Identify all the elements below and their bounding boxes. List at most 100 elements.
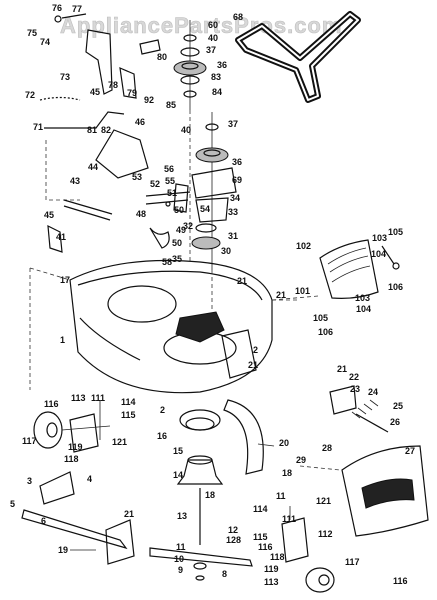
callout-number: 115 [253,532,268,542]
callout-number: 76 [52,3,62,13]
callout-number: 41 [56,232,66,242]
callout-number: 14 [173,470,183,480]
callout-number: 37 [228,119,238,129]
callout-number: 24 [368,387,378,397]
callout-number: 12 [228,525,238,535]
callout-number: 21 [276,290,286,300]
callout-number: 48 [136,209,146,219]
callout-number: 40 [208,33,218,43]
callout-number: 11 [176,542,186,552]
callout-number: 3 [27,476,32,486]
callout-number: 114 [121,397,136,407]
callout-number: 118 [270,552,285,562]
callout-number: 46 [135,117,145,127]
callout-number: 71 [33,122,43,132]
callout-number: 113 [264,577,279,587]
callout-number: 23 [350,384,360,394]
watermark: AppliancePartsPros.com [60,13,342,38]
callout-number: 69 [232,175,242,185]
callout-number: 85 [166,100,176,110]
callout-number: 2 [253,345,258,355]
callout-number: 111 [91,393,105,403]
callout-number: 43 [70,176,80,186]
callout-number: 45 [90,87,100,97]
callout-number: 30 [221,246,231,256]
callout-number: 21 [124,509,134,519]
callout-number: 68 [233,12,243,22]
callout-number: 116 [44,399,59,409]
lift-lever-drawing [39,13,161,253]
callout-number: 6 [41,516,46,526]
callout-number: 11 [276,491,286,501]
callout-number: 117 [345,557,360,567]
callout-number: 22 [349,372,359,382]
callout-number: 4 [87,474,92,484]
callout-number: 1 [60,335,65,345]
callout-number: 115 [121,410,136,420]
callout-number: 77 [72,4,82,14]
callout-number: 82 [101,125,111,135]
callout-number: 104 [356,304,371,314]
callout-number: 112 [318,529,333,539]
callout-number: 119 [264,564,279,574]
spindle-blade-drawing [149,409,253,581]
callout-number: 21 [248,360,258,370]
callout-number: 52 [150,179,160,189]
callout-number: 13 [177,511,187,521]
callout-number: 45 [44,210,54,220]
callout-number: 78 [108,80,118,90]
callout-number: 2 [160,405,165,415]
callout-number: 105 [388,227,403,237]
callout-number: 18 [282,468,292,478]
callout-number: 103 [372,233,387,243]
callout-number: 50 [172,238,182,248]
deck-hanger-drawing [21,471,135,565]
callout-number: 51 [167,188,177,198]
callout-number: 40 [181,125,191,135]
callout-number: 36 [217,60,227,70]
callout-number: 72 [25,90,35,100]
callout-number: 44 [88,162,98,172]
callout-number: 106 [388,282,403,292]
callout-number: 116 [393,576,408,586]
callout-number: 73 [60,72,70,82]
callout-number: 105 [313,313,328,323]
callout-number: 28 [322,443,332,453]
belt-guide-drawing [223,399,275,475]
callout-number: 83 [211,72,221,82]
discharge-chute-drawing [299,385,429,537]
callout-number: 18 [205,490,215,500]
callout-number: 128 [226,535,241,545]
callout-number: 21 [237,276,247,286]
callout-number: 36 [232,157,242,167]
callout-number: 53 [132,172,142,182]
callout-number: 101 [295,286,310,296]
left-wheel-drawing [33,400,111,453]
callout-number: 34 [230,193,240,203]
callout-number: 32 [183,221,193,231]
callout-number: 29 [296,455,306,465]
callout-number: 58 [162,257,172,267]
idler-pulley-stack-drawing [173,20,207,110]
callout-number: 25 [393,401,403,411]
callout-number: 81 [87,125,97,135]
callout-number: 75 [27,28,37,38]
callout-number: 20 [279,438,289,448]
callout-number: 10 [174,554,184,564]
callout-number: 60 [208,20,218,30]
callout-number: 102 [296,241,311,251]
callout-number: 49 [176,225,186,235]
callout-number: 27 [405,446,415,456]
callout-number: 92 [144,95,154,105]
mower-deck-drawing [29,110,300,394]
callout-number: 113 [71,393,86,403]
callout-number: 116 [258,542,273,552]
callout-number: 104 [371,249,386,259]
callout-number: 26 [390,417,400,427]
callout-number: 118 [64,454,79,464]
callout-number: 50 [174,205,184,215]
callout-number: 5 [10,499,15,509]
callout-number: 9 [178,565,183,575]
center-pulley-stack-drawing [191,112,237,270]
